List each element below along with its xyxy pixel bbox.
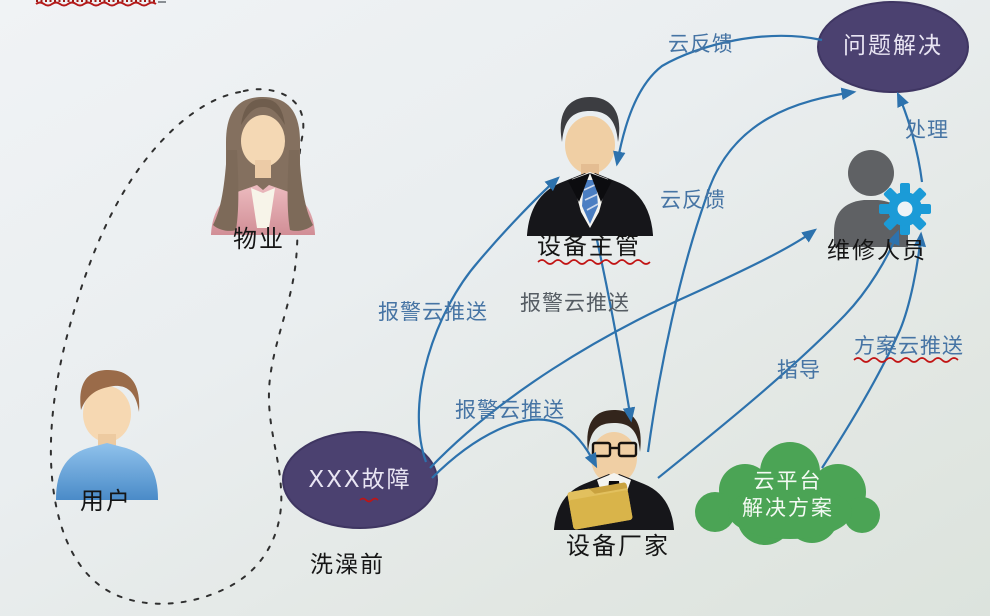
arrow-problem-solved-to-supervisor xyxy=(613,34,823,167)
squiggle-under-supervisor-label xyxy=(537,259,651,265)
cropped-red-text-fragment xyxy=(35,0,166,7)
arrow-manufacturer-to-maintenance xyxy=(657,229,900,479)
cloud-label-line2: 解决方案 xyxy=(742,495,834,520)
edge-label-alarm-push-left: 报警云推送 xyxy=(378,300,488,324)
edge-label-feedback-top: 云反馈 xyxy=(668,32,734,56)
arrow-fault-to-supervisor xyxy=(417,176,560,463)
cloud-solution-shape[interactable] xyxy=(695,442,880,545)
problem-solved-label: 问题解决 xyxy=(843,32,943,59)
fault-label: XXX故障 xyxy=(308,466,412,493)
edge-label-handle: 处理 xyxy=(905,118,949,142)
edge-label-feedback-mid: 云反馈 xyxy=(660,188,726,212)
manufacturer-label: 设备厂家 xyxy=(566,532,670,560)
maintenance-figure[interactable] xyxy=(834,150,931,247)
arrow-maintenance-to-problem-solved xyxy=(896,91,924,183)
arrow-cloud-to-maintenance xyxy=(821,231,927,469)
edge-label-guidance: 指导 xyxy=(777,358,821,382)
gear-icon xyxy=(879,183,931,235)
squiggle-under-fault-label xyxy=(359,497,379,503)
user-man-figure[interactable] xyxy=(56,370,158,500)
manufacturer-figure[interactable] xyxy=(554,410,674,530)
edge-label-alarm-push-low: 报警云推送 xyxy=(455,398,565,422)
arrow-fault-to-manufacturer xyxy=(431,418,598,479)
arrow-manufacturer-to-problem-solved xyxy=(646,87,857,453)
maintenance-label: 维修人员 xyxy=(827,238,927,264)
property-label: 物业 xyxy=(233,225,285,253)
user-label: 用户 xyxy=(80,487,132,515)
edge-label-solution-push: 方案云推送 xyxy=(854,334,964,358)
fault-ellipse[interactable] xyxy=(282,431,438,529)
arrow-supervisor-to-manufacturer xyxy=(595,239,636,423)
problem-solved-ellipse[interactable] xyxy=(817,1,969,93)
folder-icon xyxy=(567,482,633,530)
arrow-fault-to-maintenance xyxy=(429,228,818,469)
scene-caption: 洗澡前 xyxy=(310,552,385,578)
squiggle-under-solution-push-label xyxy=(853,357,959,363)
supervisor-figure[interactable] xyxy=(527,97,653,236)
property-woman-figure[interactable] xyxy=(211,97,315,235)
cloud-label-line1: 云平台 xyxy=(753,468,823,493)
supervisor-label: 设备主管 xyxy=(537,232,641,260)
edge-label-alarm-push-mid: 报警云推送 xyxy=(520,291,630,315)
